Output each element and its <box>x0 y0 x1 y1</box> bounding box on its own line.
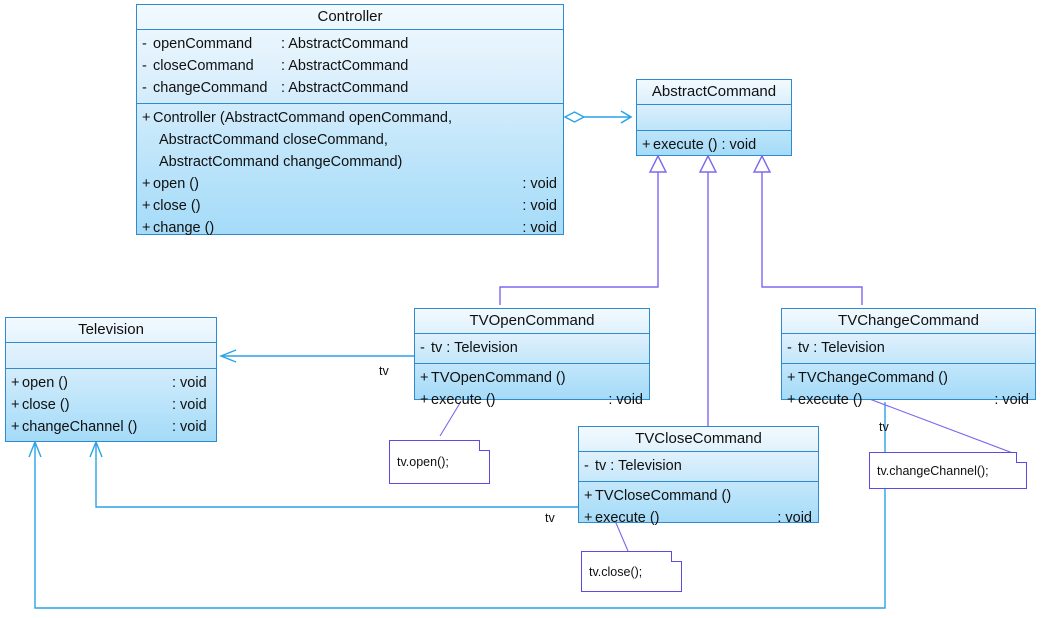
class-tvopencommand[interactable]: TVOpenCommand -tv : Television +TVOpenCo… <box>414 308 650 408</box>
class-tvopencommand-title: TVOpenCommand <box>469 312 595 329</box>
class-television[interactable]: Television +open (): void +close (): voi… <box>5 317 217 442</box>
class-television-title: Television <box>78 321 144 338</box>
association-tvclosecommand-television <box>89 440 578 508</box>
note-fold-corner-icon <box>479 440 490 451</box>
note-tv-close[interactable]: tv.close(); <box>581 551 682 592</box>
class-tvchangecommand-title: TVChangeCommand <box>838 312 979 329</box>
association-tvopencommand-television <box>219 349 414 363</box>
class-abstractcommand-attributes <box>637 104 791 130</box>
class-tvopencommand-operations: +TVOpenCommand () +execute (): void <box>415 363 649 415</box>
edge-label-tv-close: tv <box>545 511 555 525</box>
class-controller[interactable]: Controller -openCommand: AbstractCommand… <box>136 4 564 236</box>
class-tvclosecommand-operations: +TVCloseCommand () +execute (): void <box>579 481 818 533</box>
class-tvclosecommand[interactable]: TVCloseCommand -tv : Television +TVClose… <box>578 426 819 526</box>
class-abstractcommand-operations: +execute () : void <box>637 130 791 160</box>
class-tvchangecommand-operations: +TVChangeCommand () +execute (): void <box>782 363 1035 415</box>
attribute-row: -tv : Television <box>420 340 518 356</box>
operation-row: +close (): void <box>142 198 557 214</box>
note-tv-changechannel[interactable]: tv.changeChannel(); <box>869 452 1027 489</box>
operation-row: +execute (): void <box>584 510 812 526</box>
operation-row-continuation: AbstractCommand closeCommand, <box>159 132 388 148</box>
inheritance-tvchangecommand-abstractcommand <box>752 154 863 305</box>
operation-row: +changeChannel (): void <box>11 419 207 435</box>
aggregation-controller-abstractcommand <box>563 110 633 124</box>
attribute-row: -changeCommand: AbstractCommand <box>142 80 409 96</box>
operation-row: +execute (): void <box>787 392 1029 408</box>
operation-row: +execute () : void <box>642 137 757 153</box>
class-controller-operations: +Controller (AbstractCommand openCommand… <box>137 103 563 243</box>
operation-row: +TVOpenCommand () <box>420 370 566 386</box>
operation-row: +change (): void <box>142 220 557 236</box>
class-television-attributes <box>6 342 216 368</box>
class-abstractcommand[interactable]: AbstractCommand +execute () : void <box>636 79 792 156</box>
operation-row: +TVChangeCommand () <box>787 370 948 386</box>
operation-row: +close (): void <box>11 397 207 413</box>
class-tvchangecommand[interactable]: TVChangeCommand -tv : Television +TVChan… <box>781 308 1036 408</box>
operation-row: +execute (): void <box>420 392 643 408</box>
class-tvchangecommand-attributes: -tv : Television <box>782 333 1035 363</box>
operation-row-continuation: AbstractCommand changeCommand) <box>159 154 403 170</box>
operation-row: +Controller (AbstractCommand openCommand… <box>142 110 452 126</box>
class-tvclosecommand-title: TVCloseCommand <box>635 430 762 447</box>
note-fold-corner-icon <box>1016 452 1027 463</box>
class-abstractcommand-title: AbstractCommand <box>651 83 777 100</box>
operation-row: +open (): void <box>142 176 557 192</box>
note-text: tv.changeChannel(); <box>877 463 989 478</box>
note-text: tv.open(); <box>397 455 449 469</box>
inheritance-tvclosecommand-abstractcommand <box>698 154 718 426</box>
operation-row: +open (): void <box>11 375 207 391</box>
edge-label-tv-open: tv <box>379 364 389 378</box>
edge-label-tv-change: tv <box>879 420 889 434</box>
class-tvopencommand-attributes: -tv : Television <box>415 333 649 363</box>
class-controller-title: Controller <box>317 8 383 25</box>
attribute-row: -openCommand: AbstractCommand <box>142 36 409 52</box>
class-television-operations: +open (): void +close (): void +changeCh… <box>6 368 216 442</box>
class-controller-attributes: -openCommand: AbstractCommand -closeComm… <box>137 29 563 103</box>
note-fold-corner-icon <box>671 551 682 562</box>
attribute-row: -tv : Television <box>584 458 682 474</box>
note-tv-open[interactable]: tv.open(); <box>389 440 490 484</box>
note-text: tv.close(); <box>589 564 643 579</box>
class-tvclosecommand-attributes: -tv : Television <box>579 451 818 481</box>
operation-row: +TVCloseCommand () <box>584 488 732 504</box>
attribute-row: -tv : Television <box>787 340 885 356</box>
attribute-row: -closeCommand: AbstractCommand <box>142 58 409 74</box>
